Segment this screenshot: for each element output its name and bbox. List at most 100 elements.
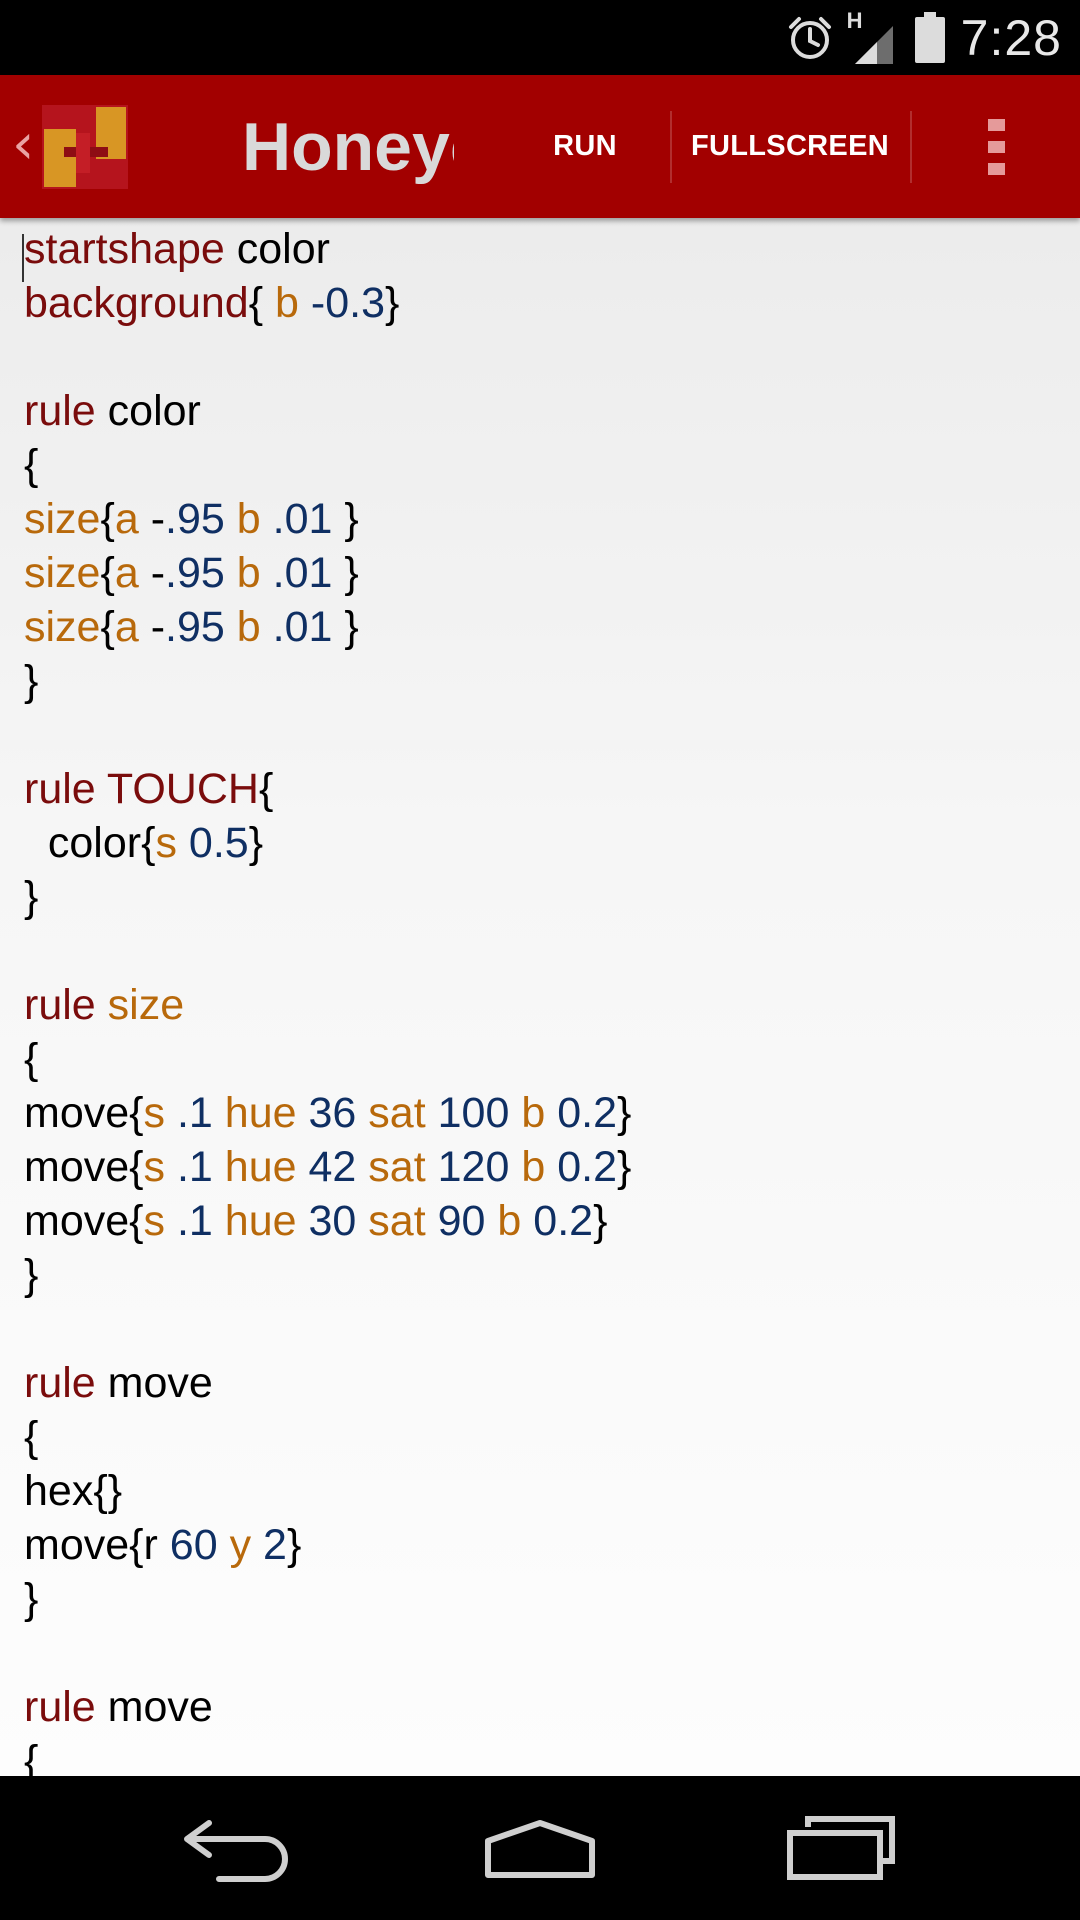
code-line[interactable]: size{a -.95 b .01 } [24, 492, 359, 546]
code-token-number: .1 [176, 1143, 213, 1191]
code-token-plain: move{ [24, 1197, 144, 1245]
code-token-number: .01 [272, 603, 333, 651]
code-line[interactable]: color{s 0.5} [24, 816, 263, 870]
code-token-parameter: a [114, 549, 139, 597]
code-token-parameter: b [236, 495, 261, 543]
battery-icon [914, 11, 945, 63]
code-token-plain: - [138, 603, 166, 651]
code-line[interactable]: } [24, 1248, 38, 1302]
code-token-number: 0.2 [557, 1089, 617, 1137]
code-line[interactable]: } [24, 1572, 38, 1626]
run-button[interactable]: RUN [553, 130, 617, 162]
code-token-plain [521, 1197, 533, 1245]
fullscreen-button[interactable]: FULLSCREEN [691, 130, 889, 162]
code-line[interactable]: hex{} [24, 1464, 122, 1518]
status-icons: H 7:28 [773, 0, 1062, 75]
home-button[interactable] [465, 1796, 615, 1900]
code-line[interactable]: { [24, 1734, 38, 1776]
code-token-keyword: rule [24, 981, 96, 1029]
code-line[interactable]: move{s .1 hue 42 sat 120 b 0.2} [24, 1140, 631, 1194]
code-token-number: 2 [263, 1521, 287, 1569]
code-token-parameter: b [236, 549, 261, 597]
recent-apps-icon [787, 1816, 895, 1880]
status-bar: H 7:28 [0, 0, 1080, 75]
code-token-plain [251, 1521, 263, 1569]
overflow-menu-icon[interactable] [960, 75, 1032, 218]
code-token-plain [165, 1089, 177, 1137]
up-caret-icon[interactable]: ‹ [12, 112, 35, 177]
code-token-plain [261, 603, 273, 651]
code-line[interactable]: move{r 60 y 2} [24, 1518, 301, 1572]
back-button[interactable] [164, 1796, 314, 1900]
code-token-plain: color{ [24, 819, 156, 867]
code-line[interactable]: { [24, 1032, 38, 1086]
code-token-plain: color [224, 225, 330, 273]
code-line[interactable]: size{a -.95 b .01 } [24, 600, 359, 654]
code-token-plain [213, 1197, 225, 1245]
code-line[interactable]: move{s .1 hue 36 sat 100 b 0.2} [24, 1086, 631, 1140]
navigation-bar [0, 1776, 1080, 1920]
code-token-plain: } [248, 819, 264, 867]
code-token-plain [545, 1089, 557, 1137]
code-token-keyword: TOUCH [106, 765, 259, 813]
code-token-plain: } [593, 1197, 608, 1245]
back-icon [184, 1820, 288, 1882]
code-token-plain: } [616, 1089, 632, 1137]
code-token-keyword: rule [24, 387, 96, 435]
code-token-plain [96, 981, 108, 1029]
app-logo-icon[interactable] [42, 105, 128, 189]
code-token-number: 36 [308, 1089, 357, 1137]
code-line[interactable]: rule move [24, 1356, 213, 1410]
code-token-number: 30 [308, 1197, 357, 1245]
code-token-plain [96, 765, 107, 813]
code-token-plain: move [95, 1359, 213, 1407]
code-line[interactable]: rule TOUCH{ [24, 762, 273, 816]
code-token-plain [261, 549, 273, 597]
code-token-plain: move{ [24, 1089, 144, 1137]
home-icon [485, 1820, 595, 1878]
code-token-number: 0.5 [188, 819, 249, 867]
code-token-number: 90 [437, 1197, 486, 1245]
code-token-plain [225, 549, 237, 597]
code-token-number: 120 [437, 1143, 510, 1191]
code-line[interactable]: rule size [24, 978, 184, 1032]
code-token-number: .95 [165, 495, 225, 543]
code-token-plain: move{r [24, 1521, 170, 1569]
code-token-parameter: b [275, 279, 299, 327]
code-line[interactable]: { [24, 438, 38, 492]
code-token-parameter: sat [368, 1143, 426, 1191]
code-token-number: .95 [165, 549, 225, 597]
code-line[interactable]: } [24, 870, 38, 924]
code-line[interactable]: move{s .1 hue 30 sat 90 b 0.2} [24, 1194, 607, 1248]
alarm-icon [788, 16, 831, 59]
code-token-plain: } [385, 279, 400, 327]
code-line[interactable]: rule color [24, 384, 201, 438]
code-token-parameter: size [24, 603, 101, 651]
code-token-parameter: s [143, 1089, 166, 1137]
overflow-dot [987, 140, 1005, 153]
code-token-plain [297, 1089, 309, 1137]
recent-apps-button[interactable] [767, 1796, 917, 1900]
code-token-number: 42 [308, 1143, 357, 1191]
code-line[interactable]: startshape color [24, 222, 330, 276]
code-token-parameter: hue [224, 1089, 297, 1137]
overflow-dot [987, 118, 1005, 131]
code-token-plain: move [95, 1683, 213, 1731]
code-token-parameter: b [497, 1197, 522, 1245]
code-line[interactable]: } [24, 654, 38, 708]
code-token-parameter: s [143, 1143, 166, 1191]
code-line[interactable]: background{ b -0.3} [24, 276, 399, 330]
code-line[interactable]: size{a -.95 b .01 } [24, 546, 359, 600]
code-token-number: -0.3 [310, 279, 386, 327]
code-line[interactable]: { [24, 1410, 38, 1464]
code-token-plain [485, 1197, 497, 1245]
code-line[interactable]: rule move [24, 1680, 213, 1734]
code-token-plain: move{ [24, 1143, 144, 1191]
code-token-parameter: b [521, 1089, 546, 1137]
code-token-plain: } [332, 495, 359, 543]
code-token-plain [165, 1143, 177, 1191]
code-token-plain: color [95, 387, 201, 435]
code-token-keyword: startshape [24, 225, 225, 273]
code-token-keyword: rule [24, 765, 96, 813]
